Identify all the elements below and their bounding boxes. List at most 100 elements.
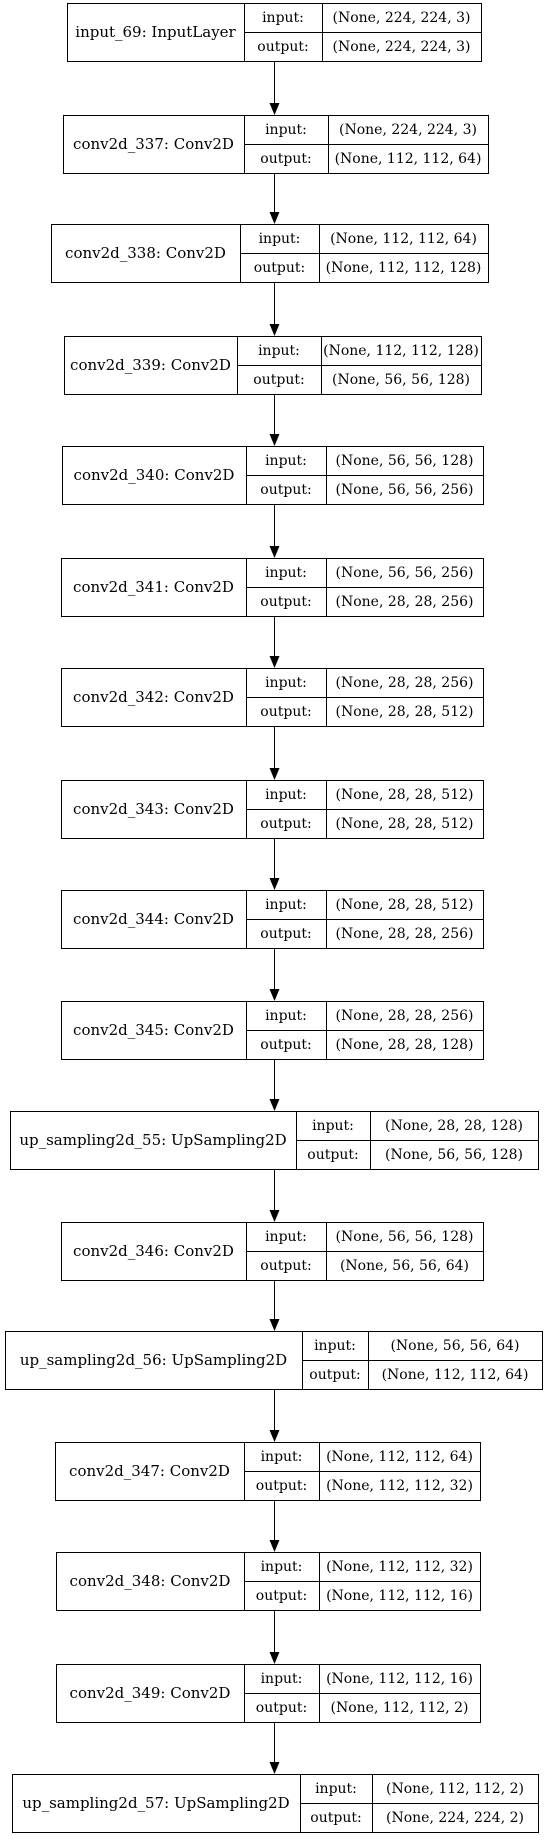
output-shape: (None, 112, 112, 2) (331, 1700, 469, 1716)
output-label: output: (260, 482, 311, 498)
connection-arrow (269, 839, 280, 890)
output-shape: (None, 56, 56, 128) (385, 1147, 523, 1163)
layer-node: conv2d_346: Conv2D input: output: (None, 56… (61, 1222, 484, 1281)
input-label: input: (261, 1559, 303, 1575)
arrow-head (269, 1210, 280, 1222)
layer-node: conv2d_343: Conv2D input: output: (None, 28… (61, 780, 484, 839)
connection-arrow (269, 1060, 280, 1111)
arrow-head (269, 989, 280, 1001)
input-label: input: (259, 231, 301, 247)
input-label: input: (262, 10, 304, 26)
arrow-head (269, 1652, 280, 1664)
arrow-head (269, 768, 280, 780)
input-shape: (None, 224, 224, 3) (333, 10, 471, 26)
output-label: output: (256, 1700, 307, 1716)
output-label: output: (260, 1258, 311, 1274)
layer-node: up_sampling2d_57: UpSampling2D input: outp… (12, 1774, 539, 1833)
arrow-head (269, 212, 280, 224)
layer-node: input_69: InputLayerinput:output:(None, … (67, 3, 482, 62)
layer-node: up_sampling2d_55: UpSampling2Dinput:outp… (10, 1111, 539, 1170)
layer-name: up_sampling2d_57: UpSampling2D (22, 1794, 289, 1812)
output-label: output: (260, 151, 311, 167)
input-shape: (None, 56, 56, 64) (390, 1338, 519, 1354)
output-shape: (None, 112, 112, 16) (326, 1588, 473, 1604)
input-shape: (None, 56, 56, 128) (336, 1229, 474, 1245)
arrow-head (269, 878, 280, 890)
layer-name: conv2d_346: Conv2D (73, 1242, 234, 1260)
connection-arrow (269, 1390, 280, 1442)
output-shape: (None, 112, 112, 32) (326, 1478, 473, 1494)
connection-arrow (269, 1501, 280, 1552)
output-shape: (None, 56, 56, 128) (332, 372, 470, 388)
input-shape: (None, 56, 56, 256) (336, 565, 474, 581)
layer-name: conv2d_340: Conv2D (74, 466, 235, 484)
layer-name: conv2d_338: Conv2D (65, 244, 226, 262)
arrow-head (269, 434, 280, 446)
output-shape: (None, 56, 56, 256) (336, 482, 474, 498)
output-label: output: (310, 1810, 361, 1826)
connection-arrow (269, 505, 280, 558)
output-label: output: (256, 1588, 307, 1604)
input-shape: (None, 28, 28, 512) (336, 897, 474, 913)
layer-name: conv2d_345: Conv2D (73, 1021, 234, 1039)
output-label: output: (260, 816, 311, 832)
output-shape: (None, 56, 56, 64) (340, 1258, 469, 1274)
output-shape: (None, 28, 28, 128) (336, 1037, 474, 1053)
output-shape: (None, 112, 112, 64) (382, 1367, 529, 1383)
arrow-head (269, 103, 280, 115)
output-label: output: (260, 594, 311, 610)
input-label: input: (265, 787, 307, 803)
input-shape: (None, 224, 224, 3) (339, 122, 477, 138)
output-label: output: (257, 39, 308, 55)
connection-arrow (269, 727, 280, 780)
input-shape: (None, 112, 112, 16) (326, 1671, 473, 1687)
connection-arrow (269, 1170, 280, 1222)
arrow-head (269, 1319, 280, 1331)
connection-arrow (269, 283, 280, 336)
input-shape: (None, 28, 28, 128) (385, 1118, 523, 1134)
connection-arrow (269, 949, 280, 1001)
output-shape: (None, 224, 224, 2) (386, 1810, 524, 1826)
layer-name: conv2d_344: Conv2D (73, 910, 234, 928)
output-label: output: (260, 926, 311, 942)
output-shape: (None, 28, 28, 512) (336, 816, 474, 832)
input-label: input: (265, 122, 307, 138)
layer-name: conv2d_349: Conv2D (70, 1684, 231, 1702)
input-shape: (None, 56, 56, 128) (336, 453, 474, 469)
layer-name: up_sampling2d_56: UpSampling2D (20, 1351, 287, 1369)
input-shape: (None, 28, 28, 256) (336, 675, 474, 691)
input-label: input: (315, 1781, 357, 1797)
layer-name: conv2d_343: Conv2D (73, 800, 234, 818)
arrow-head (269, 1099, 280, 1111)
layer-node: up_sampling2d_56: UpSampling2Dinput:outp… (5, 1331, 543, 1390)
output-shape: (None, 28, 28, 512) (336, 704, 474, 720)
layer-name: conv2d_339: Conv2D (70, 356, 231, 374)
connection-arrow (269, 1611, 280, 1664)
layer-name: conv2d_347: Conv2D (69, 1462, 230, 1480)
output-label: output: (260, 1037, 311, 1053)
output-shape: (None, 224, 224, 3) (333, 39, 471, 55)
input-shape: (None, 28, 28, 512) (336, 787, 474, 803)
output-shape: (None, 28, 28, 256) (336, 594, 474, 610)
output-label: output: (307, 1147, 358, 1163)
input-label: input: (265, 1229, 307, 1245)
arrow-head (269, 656, 280, 668)
output-label: output: (253, 372, 304, 388)
input-shape: (None, 112, 112, 64) (326, 1449, 473, 1465)
output-label: output: (256, 1478, 307, 1494)
arrow-head (269, 1762, 280, 1774)
connection-arrow (269, 1723, 280, 1774)
output-label: output: (254, 260, 305, 276)
connection-arrow (269, 395, 280, 446)
output-shape: (None, 112, 112, 64) (335, 151, 482, 167)
output-label: output: (260, 704, 311, 720)
